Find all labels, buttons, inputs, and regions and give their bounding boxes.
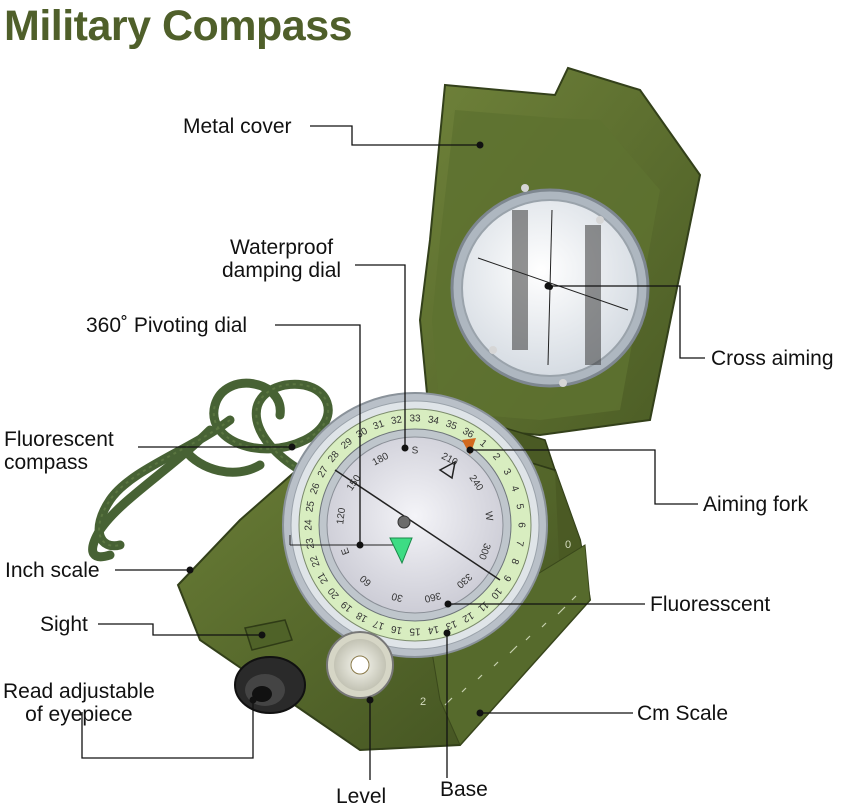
label-fluorescent-compass: Fluorescent compass [4,428,114,474]
diagram-title: Military Compass [4,2,353,50]
label-aiming-fork: Aiming fork [703,493,809,516]
outer-number-19: 15 [409,625,421,636]
dial-pivot [397,515,411,529]
outer-number-3: 35 [444,418,459,432]
label-fluoresscent: Fluoresscent [650,593,771,616]
label-waterproof-line1: Waterproof [230,236,334,259]
label-pivoting-dial: 360˚ Pivoting dial [86,314,248,337]
label-eyepiece-line1: Read adjustable [3,680,155,703]
outer-number-31: 27 [316,464,331,480]
label-metal-cover: Metal cover [183,115,292,138]
outer-number-5: 1 [477,438,489,450]
leader-dots [186,141,552,717]
outer-number-2: 34 [427,414,440,427]
dial-crosshair [334,469,501,581]
label-base: Base [440,778,488,801]
outer-number-25: 21 [316,570,331,586]
outer-number-1: 33 [409,414,421,425]
outer-number-16: 12 [460,609,476,624]
label-cm-scale: Cm Scale [637,702,729,725]
outer-number-28: 24 [304,519,315,531]
outer-number-8: 4 [508,484,520,493]
label-fluorescent-line1: Fluorescent [4,428,114,451]
outer-number-12: 8 [508,557,520,566]
outer-number-11: 7 [513,540,525,548]
inner-number-7: 30 [390,590,404,603]
inner-number-9: E [339,546,352,556]
label-fluorescent-line2: compass [4,451,89,474]
outer-number-34: 30 [355,426,371,441]
label-waterproof-damping-dial: Waterproof damping dial [222,236,341,282]
label-inch-scale: Inch scale [5,559,100,582]
label-level: Level [336,785,387,808]
outer-number-21: 17 [371,617,386,631]
outer-number-18: 14 [427,623,440,636]
pivot-marker-triangle [438,460,457,480]
label-eyepiece-line2: of eyepiece [25,703,133,726]
cm-ruler [429,544,591,746]
cm-ruler-ticks [444,595,577,706]
outer-number-30: 26 [308,481,322,496]
label-waterproof-line2: damping dial [222,259,342,282]
aiming-fork [462,438,476,455]
outer-number-10: 6 [515,522,526,528]
outer-number-7: 3 [501,467,514,478]
level-bubble [326,631,394,699]
inner-number-3: W [482,511,494,522]
inner-number-10: 120 [335,507,348,525]
lanyard-texture [98,383,330,547]
label-cross-aiming: Cross aiming [711,347,834,370]
outer-number-6: 2 [490,451,502,463]
outer-number-26: 22 [308,554,322,569]
label-sight: Sight [40,613,88,636]
base-mark-0: 0 [565,539,571,551]
outer-number-9: 5 [513,503,525,511]
label-read-adjustable-eyepiece: Read adjustable of eyepiece [3,680,155,726]
outer-number-22: 18 [354,609,370,624]
sight-notch [244,619,293,651]
outer-number-13: 9 [500,573,513,584]
fluorescent-arrow [389,537,413,565]
outer-number-0: 32 [390,414,403,427]
outer-number-20: 16 [390,623,403,636]
outer-number-17: 13 [444,617,459,631]
outer-number-29: 25 [304,500,317,513]
inner-number-6: 360 [423,589,442,604]
eyepiece-knob [234,656,306,714]
leader-lines [81,125,705,780]
base-mark-2: 2 [420,696,426,708]
outer-number-35: 31 [372,418,387,432]
outer-number-27: 23 [304,537,317,550]
inner-number-0: S [412,446,419,457]
outer-number-4: 36 [460,426,476,441]
